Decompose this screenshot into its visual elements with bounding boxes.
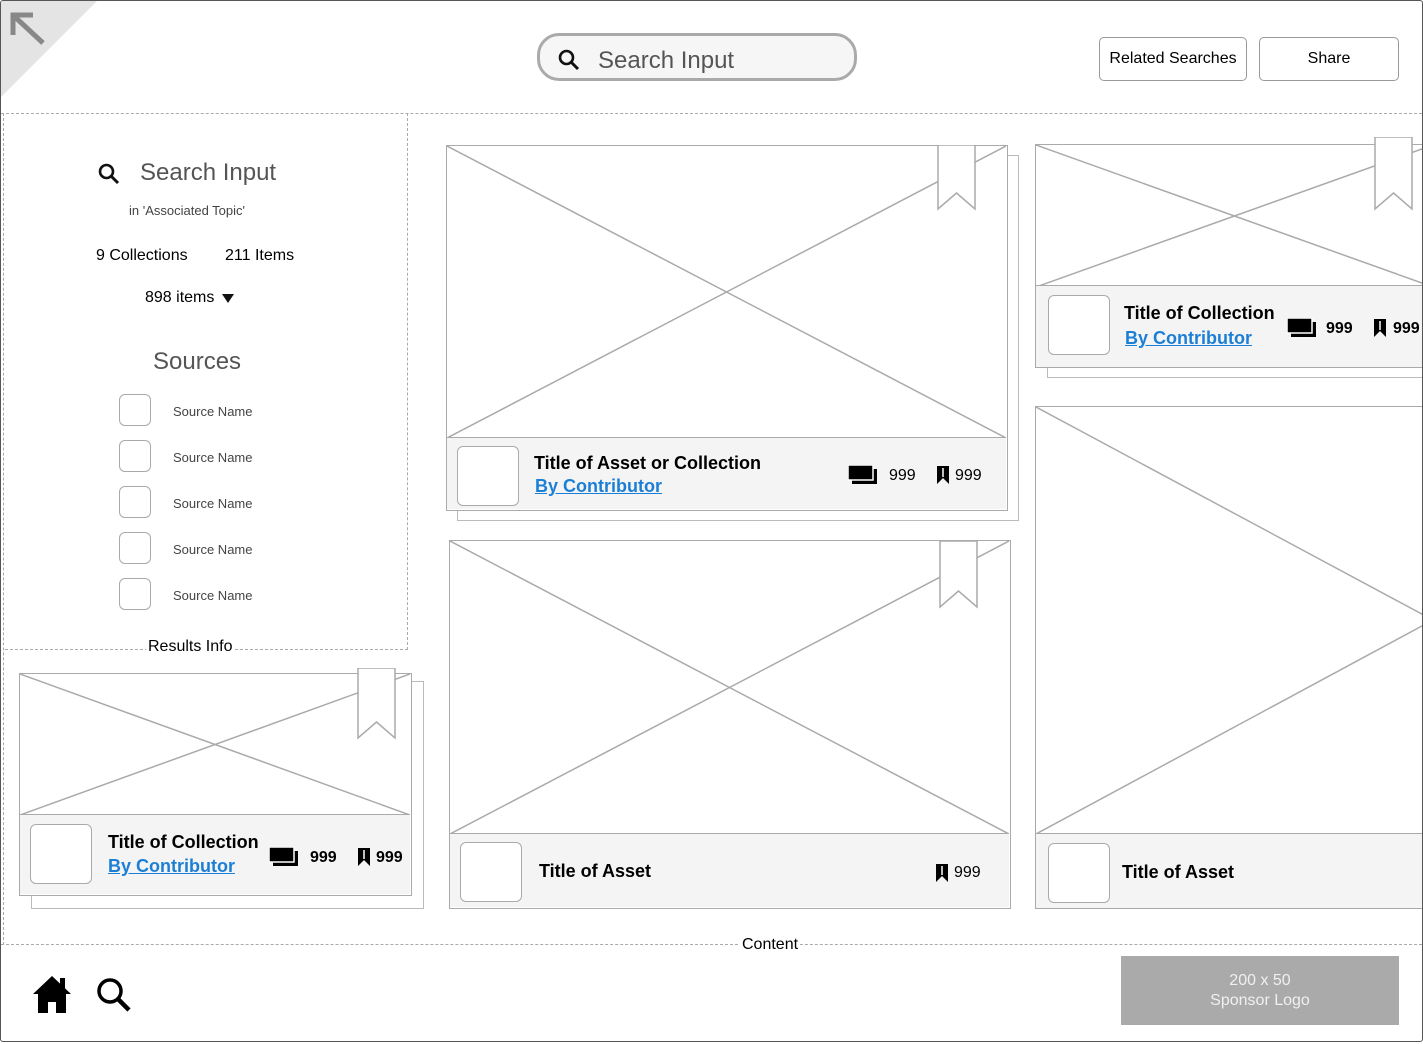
bookmark-count: 999	[376, 849, 403, 866]
source-checkbox[interactable]	[119, 394, 151, 426]
image-placeholder	[20, 674, 410, 815]
source-label: Source Name	[173, 542, 253, 557]
sources-heading: Sources	[153, 348, 242, 375]
content-border-left	[3, 113, 4, 945]
items-count: 999	[1326, 320, 1353, 337]
sponsor-size: 200 x 50	[1229, 972, 1291, 989]
bookmark-ribbon-icon[interactable]	[357, 668, 397, 740]
topic-note: in 'Associated Topic'	[129, 203, 246, 218]
source-label: Source Name	[173, 496, 253, 511]
contributor-avatar	[30, 824, 92, 884]
caret-down-icon	[222, 294, 235, 303]
results-query: Search Input	[140, 159, 277, 186]
contributor-avatar	[460, 842, 522, 902]
bookmark-ribbon-icon[interactable]	[1374, 137, 1414, 211]
collection-items-icon	[269, 847, 298, 866]
card-footer: Title of Collection By Contributor 999 9…	[1036, 285, 1422, 367]
items-count: 999	[310, 849, 337, 866]
bookmark-icon	[358, 848, 370, 866]
contributor-link[interactable]: By Contributor	[1125, 328, 1252, 348]
bookmark-count: 999	[955, 467, 982, 484]
search-input[interactable]: Search Input	[537, 33, 857, 81]
card-title: Title of Asset	[539, 861, 652, 881]
source-label: Source Name	[173, 450, 253, 465]
card-footer: Title of Asset 999	[450, 833, 1009, 907]
featured-card[interactable]: Title of Asset or Collection By Contribu…	[446, 145, 1008, 511]
asset-card[interactable]: Title of Asset	[1035, 406, 1422, 909]
results-info-panel	[5, 113, 408, 650]
card-title: Title of Asset or Collection	[534, 453, 762, 473]
asset-card[interactable]: Title of Asset 999	[449, 540, 1011, 909]
home-icon[interactable]	[32, 974, 72, 1014]
contributor-avatar	[1048, 843, 1110, 903]
card-title: Title of Asset	[1122, 862, 1235, 882]
collection-items-icon	[848, 465, 877, 484]
back-button[interactable]	[1, 1, 97, 97]
image-placeholder	[1036, 407, 1422, 834]
collection-items-icon	[1287, 318, 1316, 337]
source-label: Source Name	[173, 404, 253, 419]
bookmark-ribbon-icon[interactable]	[939, 541, 979, 609]
search-placeholder: Search Input	[598, 47, 735, 74]
contributor-link[interactable]: By Contributor	[535, 476, 662, 496]
search-icon	[558, 49, 580, 71]
content-border-bottom	[1, 944, 1422, 945]
related-searches-button[interactable]: Related Searches	[1099, 37, 1247, 81]
image-placeholder	[447, 146, 1006, 438]
search-icon[interactable]	[96, 977, 132, 1013]
bookmark-count: 999	[954, 864, 981, 881]
bookmark-count: 999	[1393, 320, 1420, 337]
card-title: Title of Collection	[108, 832, 259, 852]
sponsor-label: Sponsor Logo	[1210, 992, 1310, 1009]
bookmark-icon	[1374, 319, 1386, 337]
contributor-avatar	[1048, 295, 1110, 355]
items-count: 999	[889, 467, 916, 484]
source-checkbox[interactable]	[119, 532, 151, 564]
collections-count[interactable]: 9 Collections	[96, 247, 188, 264]
share-button[interactable]: Share	[1259, 37, 1399, 81]
image-placeholder	[450, 541, 1009, 834]
card-footer: Title of Asset or Collection By Contribu…	[447, 437, 1006, 509]
collection-card[interactable]: Title of Collection By Contributor 999 9…	[1035, 137, 1422, 368]
source-label: Source Name	[173, 588, 253, 603]
results-info-caption: Results Info	[146, 638, 235, 656]
source-checkbox[interactable]	[119, 578, 151, 610]
source-checkbox[interactable]	[119, 440, 151, 472]
items-dropdown[interactable]: 898 items	[145, 289, 235, 307]
card-title: Title of Collection	[1124, 303, 1275, 323]
image-placeholder	[1036, 145, 1422, 287]
collection-card[interactable]: Title of Collection By Contributor 999 9…	[19, 668, 412, 896]
bookmark-icon	[937, 466, 949, 484]
source-checkbox[interactable]	[119, 486, 151, 518]
items-count[interactable]: 211 Items	[225, 247, 295, 264]
content-border-top	[1, 113, 1422, 114]
sponsor-logo[interactable]: 200 x 50 Sponsor Logo	[1121, 956, 1399, 1025]
items-dropdown-label: 898 items	[145, 289, 215, 306]
card-footer: Title of Collection By Contributor 999 9…	[20, 814, 410, 894]
bookmark-ribbon-icon[interactable]	[937, 145, 977, 211]
search-icon	[98, 163, 120, 185]
card-footer: Title of Asset	[1036, 833, 1422, 908]
back-arrow-icon	[1, 1, 97, 97]
content-caption: Content	[740, 936, 801, 954]
contributor-avatar	[457, 446, 519, 506]
contributor-link[interactable]: By Contributor	[108, 856, 235, 876]
bookmark-icon	[936, 864, 948, 882]
